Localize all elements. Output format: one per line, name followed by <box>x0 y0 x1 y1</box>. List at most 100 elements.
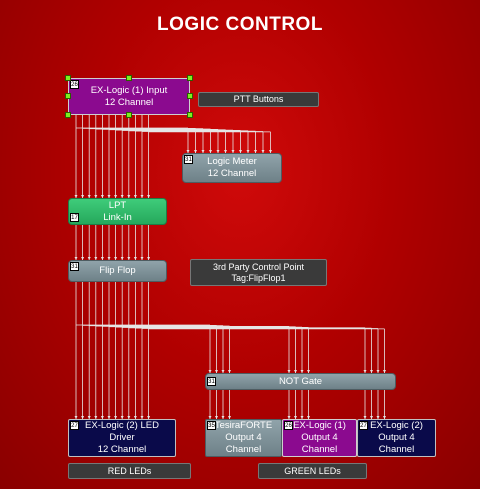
tesiraforte-output-block[interactable]: 35 TesiraFORTE Output 4 Channel <box>205 419 282 457</box>
wire-arrow <box>87 416 91 419</box>
wire-arrow <box>208 416 212 419</box>
wire-arrow <box>147 416 151 419</box>
flip-flop-block[interactable]: 31 Flip Flop <box>68 260 167 282</box>
wire-arrow <box>300 370 304 373</box>
wire-arrow <box>100 195 104 198</box>
exlogic1-output-block[interactable]: 26 EX-Logic (1) Output 4 Channel <box>282 419 357 457</box>
selection-handle-bottom-left[interactable] <box>65 112 71 118</box>
wire-arrow <box>383 416 386 419</box>
wire-arrow <box>114 416 118 419</box>
selection-handle-top-left[interactable] <box>65 75 71 81</box>
wire-arrow <box>370 416 373 419</box>
wire-arrow <box>120 416 124 419</box>
red-leds-label: RED LEDs <box>68 463 191 479</box>
wire-arrow <box>228 416 231 419</box>
logic-meter-block[interactable]: 31 Logic Meter 12 Channel <box>182 153 282 183</box>
wire-arrow <box>363 416 367 419</box>
page-title: LOGIC CONTROL <box>157 14 323 35</box>
wire-arrow <box>307 370 310 373</box>
block-channels: Channel <box>301 444 338 455</box>
wire-arrow <box>133 195 137 198</box>
block-id-badge: 27 <box>70 421 79 430</box>
block-channels: Channel <box>378 444 415 455</box>
wire-arrow <box>215 370 218 373</box>
green-leds-label: GREEN LEDs <box>258 463 367 479</box>
block-subtitle: Output 4 <box>301 432 338 443</box>
block-id-badge: 26 <box>284 421 293 430</box>
wire-arrow <box>94 195 98 198</box>
wire-arrow <box>231 150 235 153</box>
wire-arrow <box>81 257 85 260</box>
wire-arrow <box>228 370 231 373</box>
block-subtitle: Link-In <box>103 211 132 223</box>
wire-arrow <box>74 257 78 260</box>
lpt-link-in-block[interactable]: 17 LPT Link-In <box>68 198 167 225</box>
wire-arrow <box>194 150 197 153</box>
wire-arrow <box>208 370 212 373</box>
wire-arrow <box>140 257 144 260</box>
block-channels: 12 Channel <box>97 444 147 455</box>
block-subtitle: Driver <box>109 432 135 443</box>
wire-arrow <box>294 416 297 419</box>
block-subtitle: 12 Channel <box>104 96 154 108</box>
block-title: EX-Logic (2) LED <box>85 420 159 431</box>
block-subtitle: Output 4 <box>378 432 415 443</box>
selection-handle-bottom-center[interactable] <box>126 112 132 118</box>
block-id-badge: 26 <box>70 80 79 89</box>
block-id-badge: 17 <box>70 213 79 222</box>
wire-arrow <box>294 370 297 373</box>
exlogic2-led-driver-block[interactable]: 27 EX-Logic (2) LED Driver 12 Channel <box>68 419 176 457</box>
wire-arrow <box>94 257 98 260</box>
wire-arrow <box>127 257 131 260</box>
selection-handle-top-center[interactable] <box>126 75 132 81</box>
wire-arrow <box>114 257 118 260</box>
wire-arrow <box>81 195 85 198</box>
wire-arrow <box>74 195 78 198</box>
block-title: TesiraFORTE <box>214 420 273 431</box>
wire-arrow <box>383 370 386 373</box>
wire-arrow <box>186 150 190 153</box>
wire-arrow <box>209 150 212 153</box>
exlogic2-output-block[interactable]: 27 EX-Logic (2) Output 4 Channel <box>357 419 436 457</box>
block-title: LPT <box>108 199 127 211</box>
selection-handle-top-right[interactable] <box>187 75 193 81</box>
wire-arrow <box>107 416 111 419</box>
wire-arrow <box>107 195 111 198</box>
wire-arrow <box>120 257 124 260</box>
block-title: Flip Flop <box>99 265 136 276</box>
wire-arrow <box>100 257 104 260</box>
wire-arrow <box>127 416 131 419</box>
selection-handle-middle-right[interactable] <box>187 93 193 99</box>
wire-arrow <box>147 257 151 260</box>
block-subtitle: Output 4 <box>225 432 262 443</box>
wire-arrow <box>300 416 304 419</box>
ptt-buttons-label: PTT Buttons <box>198 92 319 107</box>
wire-arrow <box>221 370 225 373</box>
wire-arrow <box>201 150 205 153</box>
block-id-badge: 31 <box>207 377 216 386</box>
wire-arrow <box>216 150 220 153</box>
wire-arrow <box>287 370 291 373</box>
wire-arrow <box>239 150 242 153</box>
wire-arrow <box>74 416 78 419</box>
wire-arrow <box>94 416 98 419</box>
block-title: EX-Logic (1) Input <box>90 84 168 96</box>
wire-arrow <box>376 416 380 419</box>
block-title: Logic Meter <box>207 156 257 167</box>
selection-handle-bottom-right[interactable] <box>187 112 193 118</box>
wire-arrow <box>269 150 272 153</box>
exlogic-input-block[interactable]: 26 EX-Logic (1) Input 12 Channel <box>68 78 190 115</box>
block-id-badge: 31 <box>184 155 193 164</box>
wire-arrow <box>221 416 225 419</box>
wire-arrow <box>81 416 85 419</box>
selection-handle-middle-left[interactable] <box>65 93 71 99</box>
wire-arrow <box>140 195 144 198</box>
wire-arrow <box>287 416 291 419</box>
not-gate-block[interactable]: 31 NOT Gate <box>205 373 396 390</box>
wire-arrow <box>133 257 137 260</box>
wire-arrow <box>114 195 118 198</box>
wire-arrow <box>215 416 218 419</box>
block-channels: Channel <box>225 444 262 455</box>
